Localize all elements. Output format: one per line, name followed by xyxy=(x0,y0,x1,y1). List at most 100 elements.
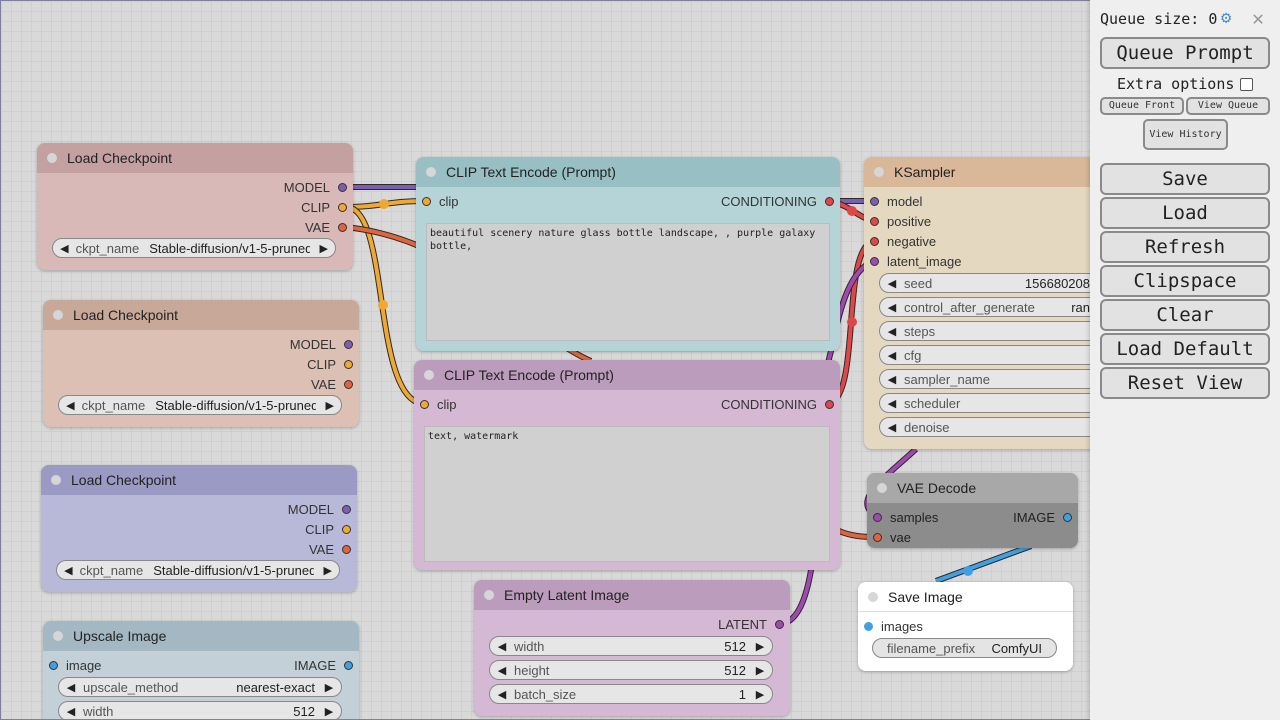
node-title[interactable]: Upscale Image xyxy=(43,621,359,651)
input-clip[interactable]: clip xyxy=(420,397,457,412)
output-model[interactable]: MODEL xyxy=(288,502,351,517)
empty-latent-image-node[interactable]: Empty Latent Image LATENT ◀ width 512 ▶ … xyxy=(474,580,790,716)
arrow-right-icon[interactable]: ▶ xyxy=(325,399,334,412)
arrow-left-icon[interactable]: ◀ xyxy=(887,349,897,362)
collapse-dot[interactable] xyxy=(874,167,884,177)
arrow-right-icon[interactable]: ▶ xyxy=(755,664,765,677)
arrow-left-icon[interactable]: ◀ xyxy=(887,421,897,434)
input-latent-image[interactable]: latent_image xyxy=(870,254,961,269)
slot-dot[interactable] xyxy=(873,533,882,542)
node-title[interactable]: VAE Decode xyxy=(867,473,1078,503)
node-title[interactable]: Save Image xyxy=(858,582,1073,612)
slot-dot[interactable] xyxy=(825,197,834,206)
ckpt-name-combo[interactable]: ◀ ckpt_name Stable-diffusion/v1-5-pruned… xyxy=(56,560,340,580)
width-number[interactable]: ◀ width 512 ▶ xyxy=(58,701,342,719)
slot-dot[interactable] xyxy=(338,223,347,232)
queue-front-button[interactable]: Queue Front xyxy=(1100,97,1184,115)
clip-text-encode-negative-node[interactable]: CLIP Text Encode (Prompt) clip CONDITION… xyxy=(414,360,840,570)
ksampler-node[interactable]: KSampler model positive negative latent_… xyxy=(864,157,1119,449)
batch-size-number[interactable]: ◀ batch_size 1 ▶ xyxy=(489,684,773,704)
ckpt-name-combo[interactable]: ◀ ckpt_name Stable-diffusion/v1-5-pruned… xyxy=(58,395,342,415)
arrow-left-icon[interactable]: ◀ xyxy=(66,705,76,718)
collapse-dot[interactable] xyxy=(868,592,878,602)
extra-options-checkbox[interactable] xyxy=(1240,77,1254,91)
input-images[interactable]: images xyxy=(864,619,923,634)
node-title[interactable]: Load Checkpoint xyxy=(41,465,357,495)
input-negative[interactable]: negative xyxy=(870,234,936,249)
slot-dot[interactable] xyxy=(338,203,347,212)
slot-dot[interactable] xyxy=(870,197,879,206)
sampler-name-combo[interactable]: ◀ sampler_name xyxy=(879,369,1119,389)
control-after-generate-combo[interactable]: ◀ control_after_generate ran xyxy=(879,297,1119,317)
view-history-button[interactable]: View History xyxy=(1143,119,1228,150)
collapse-dot[interactable] xyxy=(47,153,57,163)
view-queue-button[interactable]: View Queue xyxy=(1186,97,1270,115)
clip-text-encode-positive-node[interactable]: CLIP Text Encode (Prompt) clip CONDITION… xyxy=(416,157,840,351)
node-title[interactable]: Empty Latent Image xyxy=(474,580,790,610)
arrow-right-icon[interactable]: ▶ xyxy=(755,640,765,653)
output-conditioning[interactable]: CONDITIONING xyxy=(721,194,834,209)
arrow-left-icon[interactable]: ◀ xyxy=(887,301,897,314)
extra-options-row[interactable]: Extra options xyxy=(1117,75,1254,93)
output-vae[interactable]: VAE xyxy=(311,377,353,392)
ckpt-name-combo[interactable]: ◀ ckpt_name Stable-diffusion/v1-5-pruned… xyxy=(52,238,336,258)
input-vae[interactable]: vae xyxy=(873,530,911,545)
arrow-right-icon[interactable]: ▶ xyxy=(323,564,332,577)
slot-dot[interactable] xyxy=(775,620,784,629)
slot-dot[interactable] xyxy=(870,237,879,246)
arrow-left-icon[interactable]: ◀ xyxy=(887,325,897,338)
input-image[interactable]: image xyxy=(49,658,101,673)
node-title[interactable]: KSampler xyxy=(864,157,1104,187)
output-image[interactable]: IMAGE xyxy=(1013,510,1072,525)
arrow-left-icon[interactable]: ◀ xyxy=(64,564,73,577)
denoise-number[interactable]: ◀ denoise xyxy=(879,417,1119,437)
slot-dot[interactable] xyxy=(342,545,351,554)
arrow-left-icon[interactable]: ◀ xyxy=(887,397,897,410)
width-number[interactable]: ◀ width 512 ▶ xyxy=(489,636,773,656)
prompt-textarea[interactable]: beautiful scenery nature glass bottle la… xyxy=(426,223,830,341)
output-clip[interactable]: CLIP xyxy=(301,200,347,215)
clear-button[interactable]: Clear xyxy=(1100,299,1270,331)
arrow-left-icon[interactable]: ◀ xyxy=(887,277,897,290)
node-title[interactable]: CLIP Text Encode (Prompt) xyxy=(416,157,840,187)
output-conditioning[interactable]: CONDITIONING xyxy=(721,397,834,412)
slot-dot[interactable] xyxy=(873,513,882,522)
slot-dot[interactable] xyxy=(49,661,58,670)
seed-number[interactable]: ◀ seed 156680208 xyxy=(879,273,1119,293)
collapse-dot[interactable] xyxy=(53,631,63,641)
slot-dot[interactable] xyxy=(864,622,873,631)
output-clip[interactable]: CLIP xyxy=(307,357,353,372)
slot-dot[interactable] xyxy=(870,217,879,226)
load-checkpoint-node-3[interactable]: Load Checkpoint MODEL CLIP VAE ◀ ckpt_na… xyxy=(41,465,357,592)
cfg-number[interactable]: ◀ cfg xyxy=(879,345,1119,365)
collapse-dot[interactable] xyxy=(877,483,887,493)
output-image[interactable]: IMAGE xyxy=(294,658,353,673)
slot-dot[interactable] xyxy=(342,525,351,534)
slot-dot[interactable] xyxy=(1063,513,1072,522)
slot-dot[interactable] xyxy=(338,183,347,192)
steps-number[interactable]: ◀ steps xyxy=(879,321,1119,341)
arrow-right-icon[interactable]: ▶ xyxy=(319,242,328,255)
arrow-right-icon[interactable]: ▶ xyxy=(324,681,334,694)
prompt-textarea[interactable]: text, watermark xyxy=(424,426,830,562)
load-checkpoint-node-1[interactable]: Load Checkpoint MODEL CLIP VAE ◀ ckpt_na… xyxy=(37,143,353,270)
output-latent[interactable]: LATENT xyxy=(718,617,784,632)
filename-prefix-text[interactable]: filename_prefix ComfyUI xyxy=(872,638,1057,658)
vae-decode-node[interactable]: VAE Decode samples IMAGE vae xyxy=(867,473,1078,548)
output-clip[interactable]: CLIP xyxy=(305,522,351,537)
save-image-node[interactable]: Save Image images filename_prefix ComfyU… xyxy=(858,582,1073,671)
node-title[interactable]: Load Checkpoint xyxy=(43,300,359,330)
slot-dot[interactable] xyxy=(344,380,353,389)
collapse-dot[interactable] xyxy=(424,370,434,380)
load-default-button[interactable]: Load Default xyxy=(1100,333,1270,365)
upscale-image-node[interactable]: Upscale Image image IMAGE ◀ upscale_meth… xyxy=(43,621,359,719)
load-button[interactable]: Load xyxy=(1100,197,1270,229)
arrow-left-icon[interactable]: ◀ xyxy=(66,681,76,694)
slot-dot[interactable] xyxy=(344,661,353,670)
output-vae[interactable]: VAE xyxy=(305,220,347,235)
input-model[interactable]: model xyxy=(870,194,922,209)
refresh-button[interactable]: Refresh xyxy=(1100,231,1270,263)
arrow-left-icon[interactable]: ◀ xyxy=(60,242,69,255)
reset-view-button[interactable]: Reset View xyxy=(1100,367,1270,399)
